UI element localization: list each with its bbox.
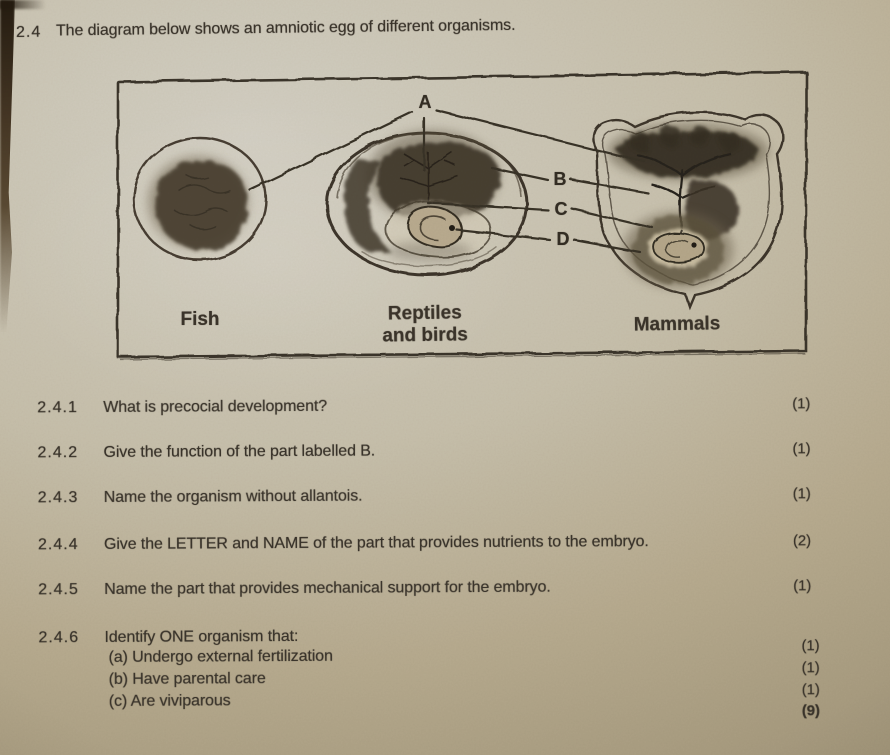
photographed-exam-page: A B C D Fish Reptiles and birds Mammals … [0, 0, 890, 755]
photo-vignette [0, 0, 890, 755]
